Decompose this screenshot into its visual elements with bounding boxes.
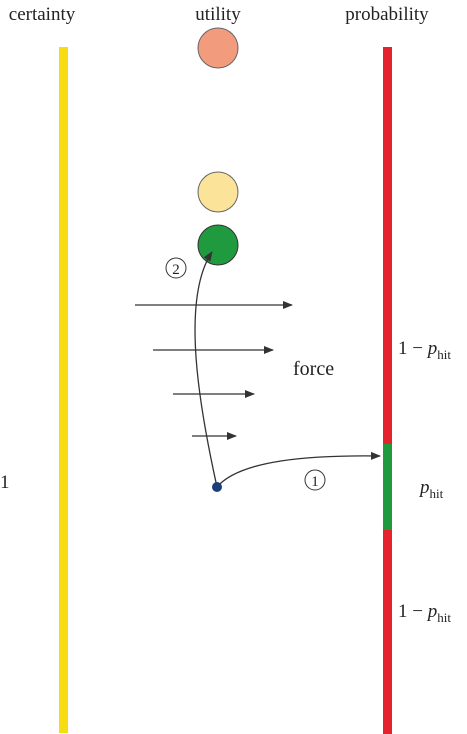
- utility-mid-circle: [197, 171, 239, 213]
- certainty-bar: [59, 47, 68, 733]
- certainty-header: certainty: [9, 4, 76, 25]
- step-1-number: 1: [311, 474, 319, 490]
- lower-miss-label: 1 − phit: [398, 601, 451, 625]
- utility-header: utility: [195, 4, 241, 25]
- probability-hit-segment: [383, 444, 392, 530]
- step-1-circle: [304, 469, 326, 491]
- trajectory-2-arrow: [194, 251, 218, 488]
- force-label: force: [293, 358, 334, 380]
- upper-miss-label: 1 − phit: [398, 338, 451, 362]
- certainty-value-label: 1: [0, 472, 10, 493]
- step-2-circle: [165, 257, 187, 279]
- probability-lower-miss-segment: [383, 530, 392, 734]
- hit-label: phit: [418, 477, 444, 501]
- step-2-number: 2: [172, 262, 180, 278]
- probability-header: probability: [345, 4, 429, 25]
- start-point: [212, 482, 222, 492]
- trajectory-1-arrow: [216, 451, 381, 488]
- utility-top-circle: [197, 27, 239, 69]
- utility-low-circle: [197, 224, 239, 266]
- probability-upper-miss-segment: [383, 47, 392, 444]
